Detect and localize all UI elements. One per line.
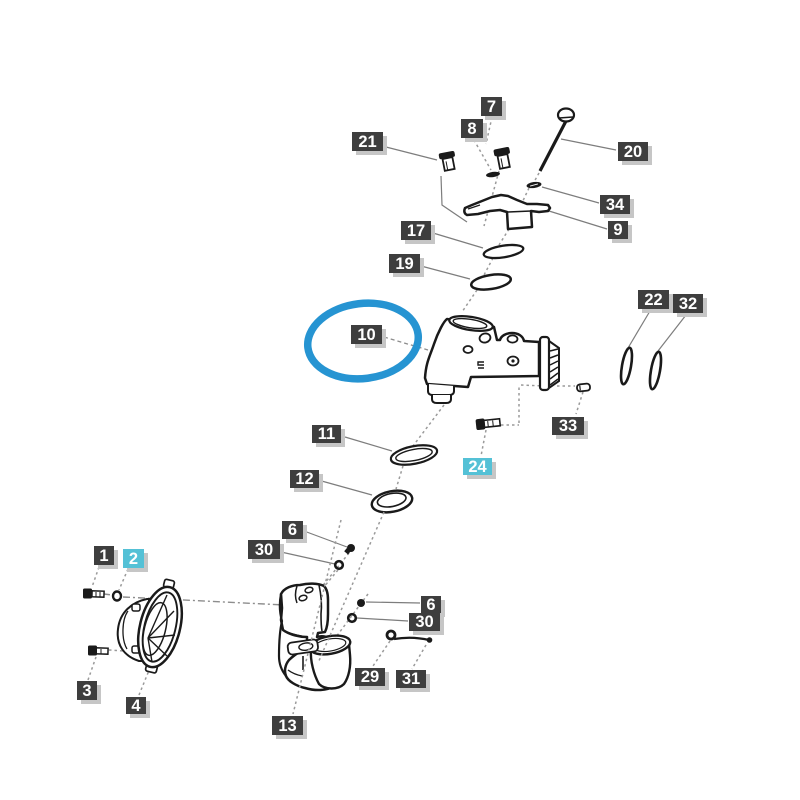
- svg-text:17: 17: [407, 222, 425, 240]
- svg-text:24: 24: [468, 458, 487, 476]
- svg-text:19: 19: [395, 255, 413, 273]
- svg-text:7: 7: [487, 98, 496, 116]
- svg-text:21: 21: [358, 133, 376, 151]
- svg-text:11: 11: [318, 425, 335, 443]
- svg-text:33: 33: [559, 417, 577, 435]
- svg-text:30: 30: [255, 541, 273, 559]
- svg-text:12: 12: [295, 470, 313, 488]
- svg-text:1: 1: [99, 547, 108, 565]
- svg-text:9: 9: [613, 221, 622, 239]
- svg-text:6: 6: [426, 596, 435, 614]
- svg-text:3: 3: [82, 682, 91, 700]
- svg-text:32: 32: [679, 295, 697, 313]
- svg-text:6: 6: [288, 521, 297, 539]
- svg-text:4: 4: [131, 697, 141, 715]
- svg-text:10: 10: [357, 326, 375, 344]
- svg-text:13: 13: [278, 717, 296, 735]
- svg-text:8: 8: [467, 120, 476, 138]
- svg-text:2: 2: [129, 550, 138, 568]
- svg-text:22: 22: [644, 291, 662, 309]
- svg-text:20: 20: [624, 143, 642, 161]
- svg-text:31: 31: [402, 670, 420, 688]
- svg-text:29: 29: [361, 668, 379, 686]
- svg-text:30: 30: [415, 613, 433, 631]
- svg-text:34: 34: [606, 196, 625, 214]
